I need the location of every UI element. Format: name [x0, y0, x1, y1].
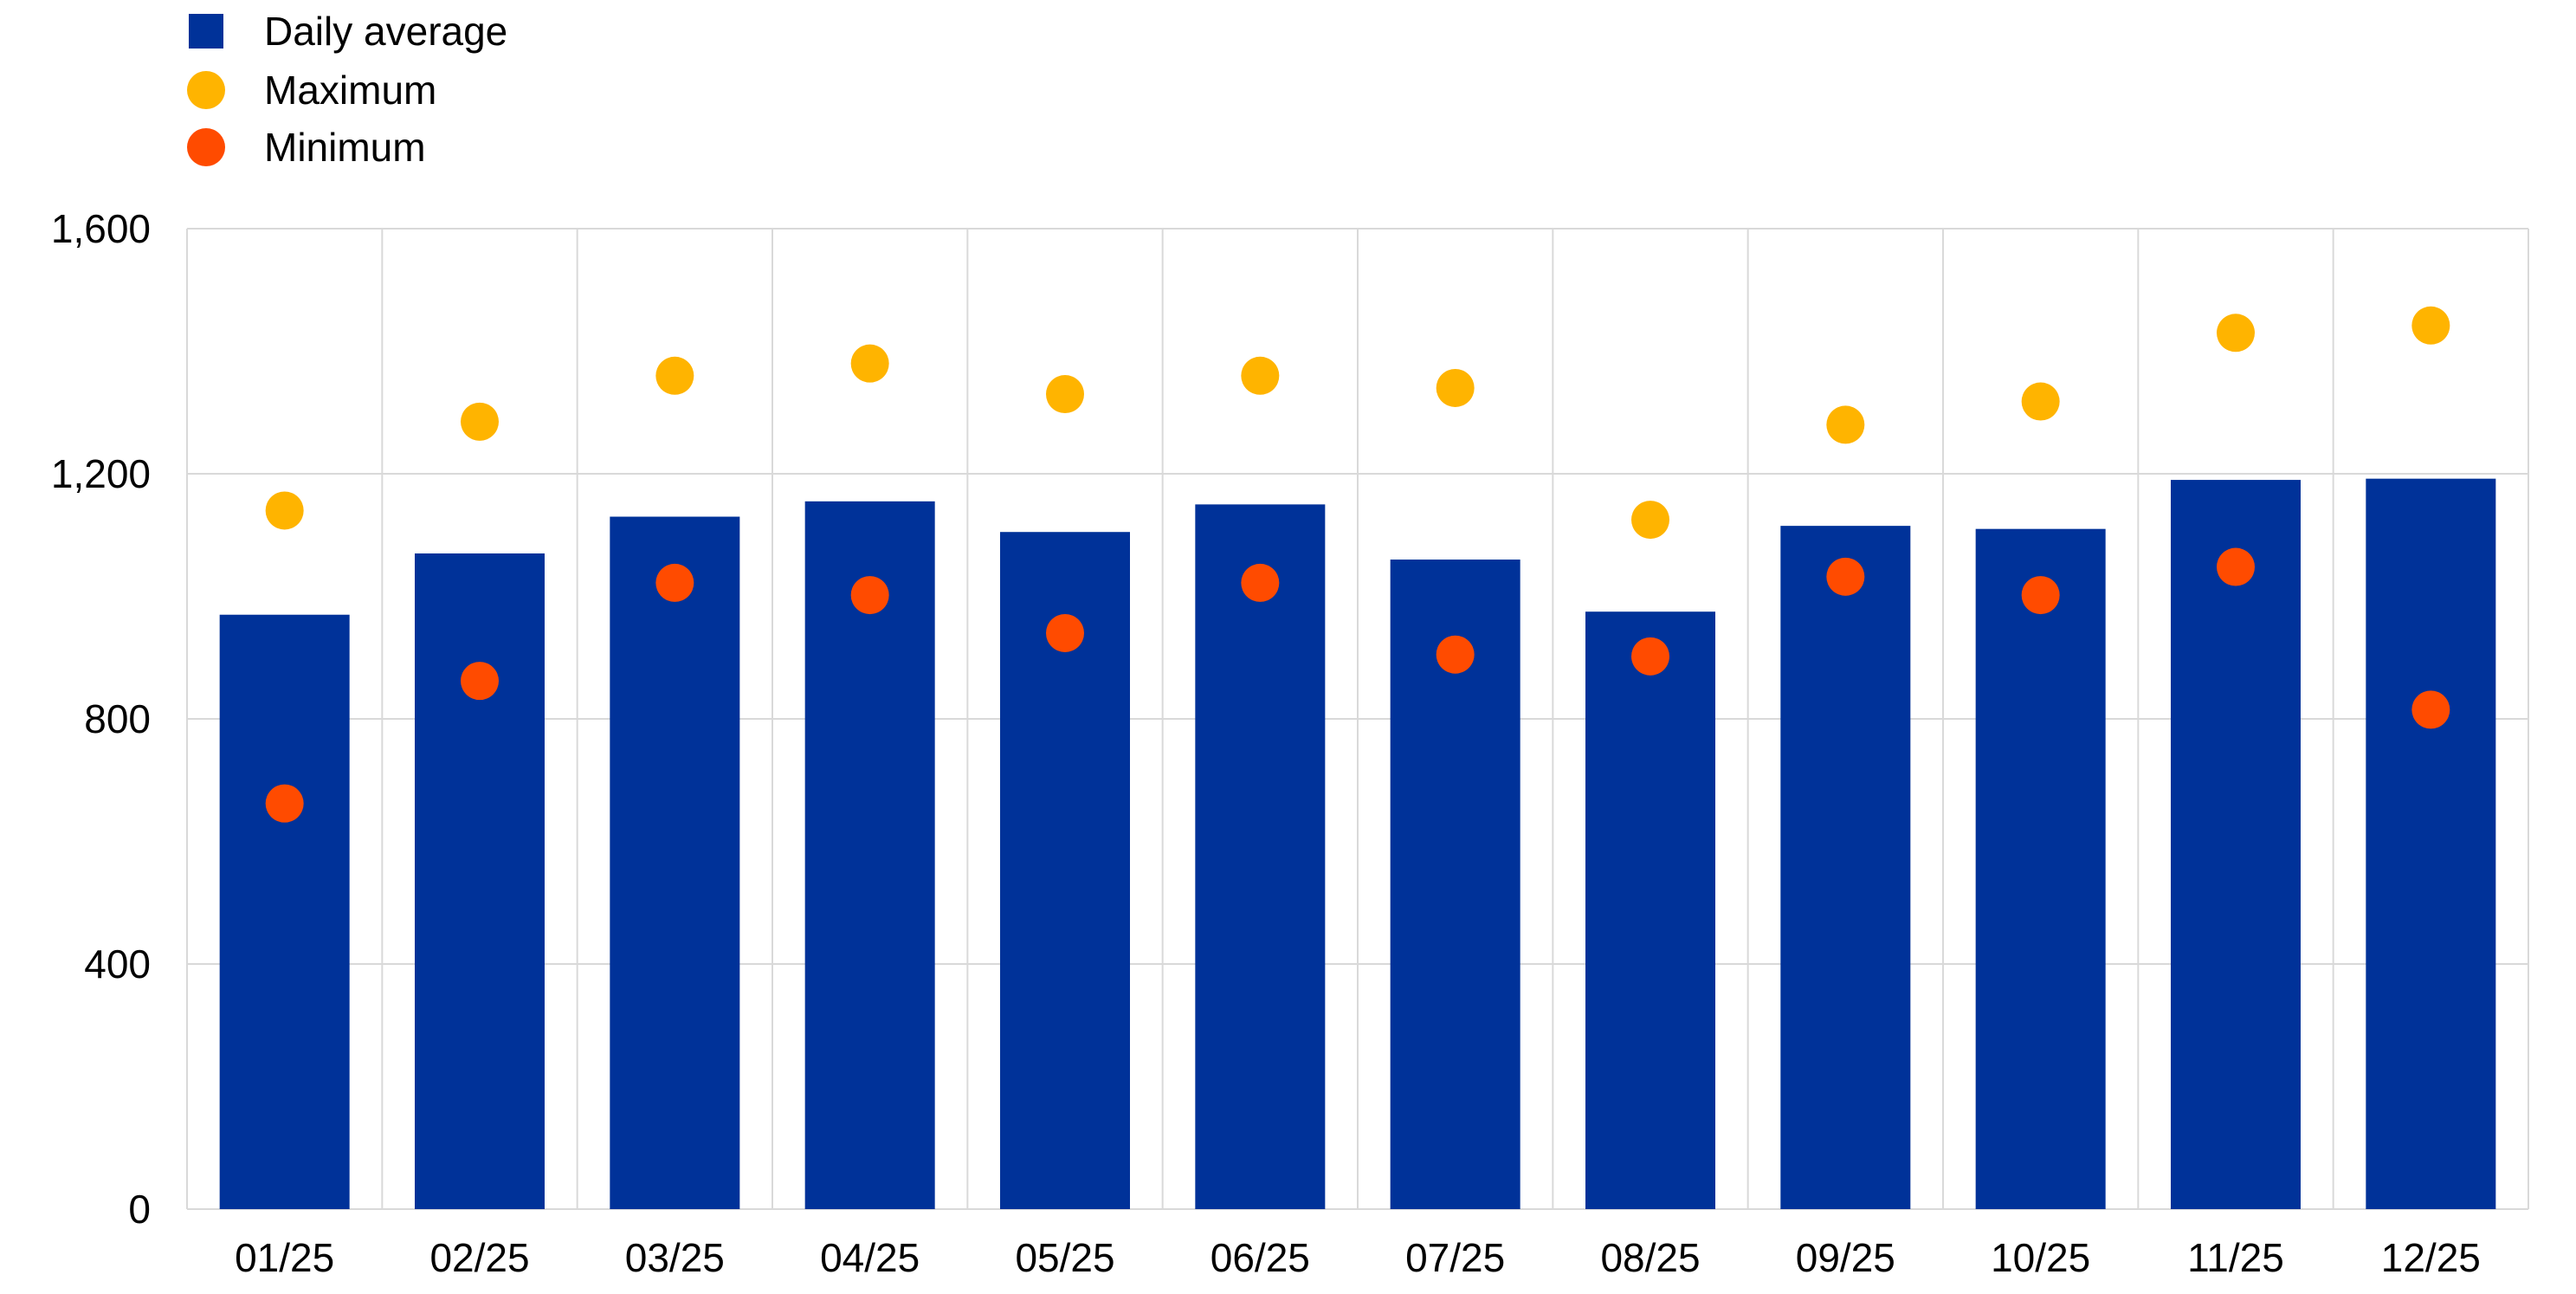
maximum-point-09-25 — [1826, 405, 1865, 444]
x-tick-label: 03/25 — [625, 1235, 725, 1280]
minimum-series — [265, 547, 2450, 823]
bar-06-25 — [1195, 504, 1326, 1209]
bar-04-25 — [804, 501, 935, 1209]
minimum-point-09-25 — [1826, 557, 1865, 596]
legend-swatch-daily-average — [189, 14, 223, 49]
maximum-series — [265, 306, 2450, 540]
minimum-point-04-25 — [850, 576, 889, 615]
y-tick-label: 1,600 — [51, 206, 151, 251]
minimum-point-08-25 — [1631, 637, 1669, 676]
bar-08-25 — [1585, 611, 1715, 1209]
maximum-point-12-25 — [2411, 306, 2450, 345]
maximum-point-08-25 — [1631, 501, 1669, 540]
x-tick-label: 08/25 — [1600, 1235, 1700, 1280]
maximum-point-04-25 — [850, 344, 889, 383]
maximum-point-10-25 — [2021, 382, 2060, 421]
y-axis: 0 400 800 1,200 1,600 — [51, 206, 151, 1232]
y-tick-label: 0 — [128, 1187, 151, 1232]
x-tick-label: 11/25 — [2187, 1235, 2284, 1280]
x-tick-label: 09/25 — [1796, 1235, 1895, 1280]
bar-01-25 — [219, 614, 350, 1209]
x-tick-label: 02/25 — [429, 1235, 529, 1280]
bar-02-25 — [415, 553, 545, 1209]
minimum-point-05-25 — [1046, 613, 1084, 652]
grid-lines — [186, 228, 2529, 1210]
x-tick-label: 07/25 — [1405, 1235, 1505, 1280]
maximum-point-01-25 — [265, 491, 304, 530]
bar-09-25 — [1780, 526, 1911, 1209]
y-tick-label: 800 — [84, 696, 151, 741]
maximum-point-05-25 — [1046, 375, 1084, 414]
x-tick-label: 01/25 — [235, 1235, 334, 1280]
bar-03-25 — [610, 516, 740, 1209]
bar-10-25 — [1975, 528, 2106, 1209]
legend-label: Daily average — [264, 9, 507, 54]
minimum-point-11-25 — [2217, 547, 2255, 586]
minimum-point-10-25 — [2021, 576, 2060, 615]
x-tick-label: 05/25 — [1015, 1235, 1114, 1280]
minimum-point-01-25 — [265, 784, 304, 823]
maximum-point-11-25 — [2217, 314, 2255, 353]
minimum-point-03-25 — [655, 563, 694, 602]
x-tick-label: 10/25 — [1991, 1235, 2090, 1280]
x-axis: 01/25 02/25 03/25 04/25 05/25 06/25 07/25 08/25… — [235, 1235, 2481, 1280]
y-tick-label: 400 — [84, 941, 151, 987]
legend-label: Minimum — [264, 125, 426, 170]
bar-12-25 — [2366, 478, 2496, 1209]
maximum-point-07-25 — [1436, 368, 1475, 407]
maximum-point-03-25 — [655, 356, 694, 395]
maximum-point-02-25 — [461, 402, 499, 441]
maximum-point-06-25 — [1241, 356, 1280, 395]
x-tick-label: 12/25 — [2381, 1235, 2481, 1280]
legend-label: Maximum — [264, 68, 436, 113]
y-tick-label: 1,200 — [51, 451, 151, 496]
minimum-point-07-25 — [1436, 635, 1475, 674]
bar-11-25 — [2171, 480, 2301, 1209]
legend-swatch-maximum — [187, 71, 225, 109]
minimum-point-06-25 — [1241, 563, 1280, 602]
x-tick-label: 06/25 — [1211, 1235, 1310, 1280]
legend-swatch-minimum — [187, 128, 225, 166]
minimum-point-02-25 — [461, 662, 499, 701]
minimum-point-12-25 — [2411, 690, 2450, 729]
x-tick-label: 04/25 — [820, 1235, 920, 1280]
bar-series — [219, 478, 2496, 1209]
